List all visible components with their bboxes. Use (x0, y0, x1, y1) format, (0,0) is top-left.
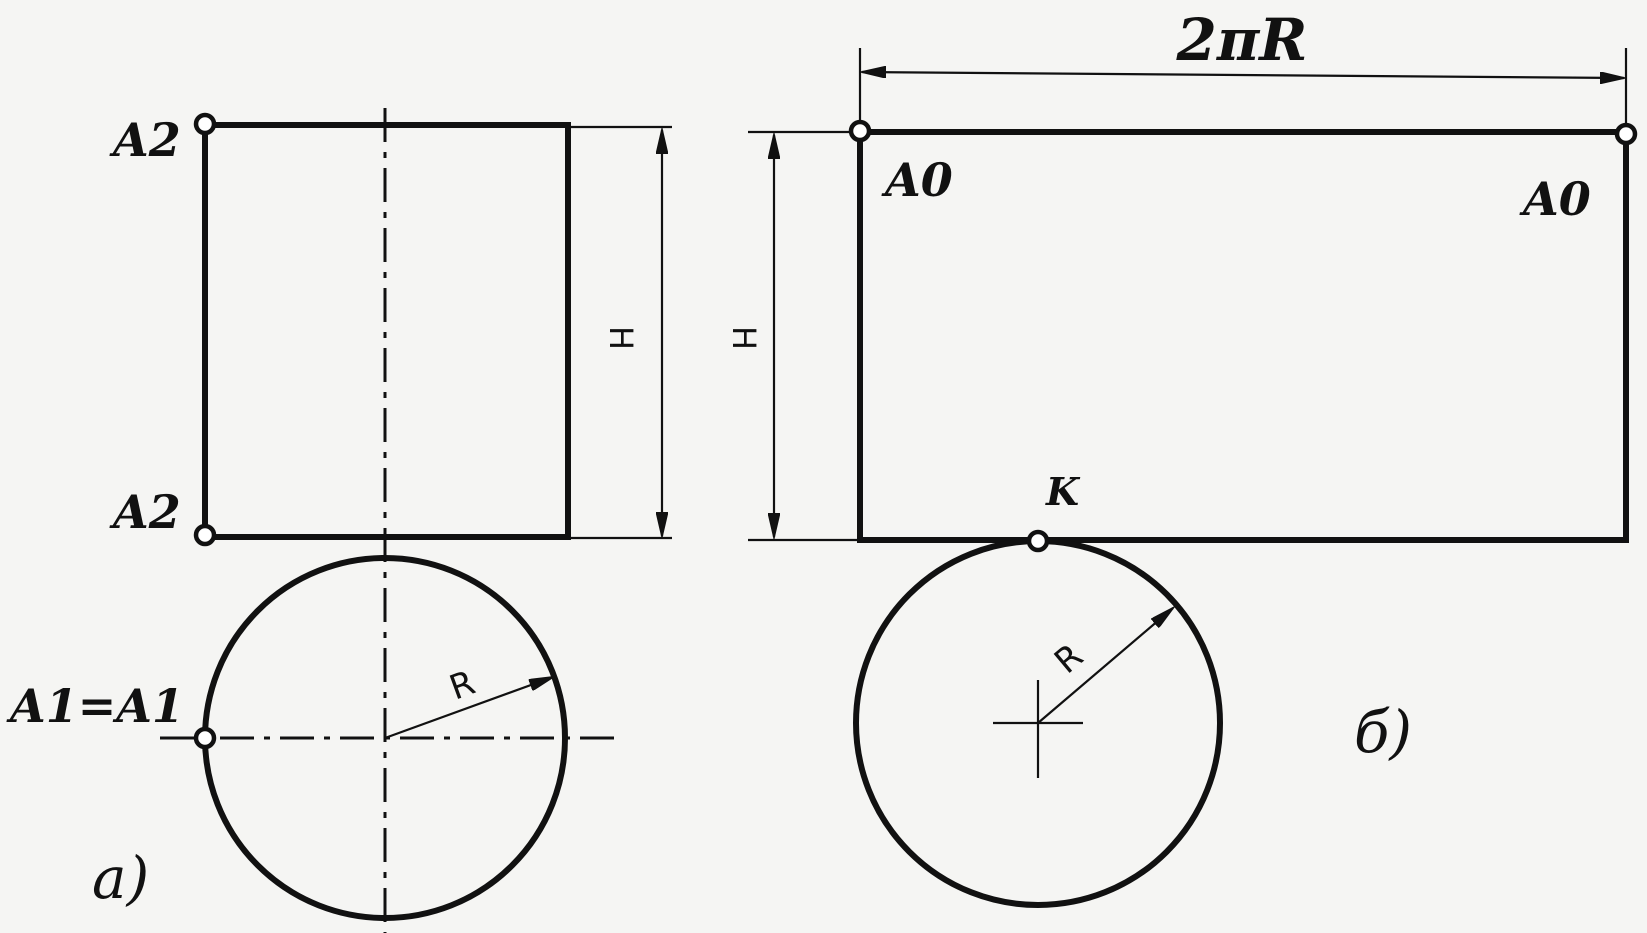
label-a2-top: A2 (109, 113, 181, 167)
radius-label-b: R (1047, 636, 1091, 682)
height-label: H (602, 326, 640, 350)
point-k (1026, 529, 1050, 553)
point-a2-bottom (193, 523, 217, 547)
development-rect (857, 129, 1629, 543)
width-dimension-line (862, 72, 1624, 78)
caption-a: a) (92, 844, 149, 912)
radius-arrow-b (1037, 608, 1173, 724)
label-k: K (1045, 469, 1081, 514)
label-a0-left: A0 (881, 153, 953, 207)
point-a2-top (193, 112, 217, 136)
caption-b: б) (1354, 698, 1412, 766)
width-label: 2πR (1175, 6, 1307, 74)
view-a: H R A2 A2 A1=A1 a) (6, 108, 672, 933)
label-a2-bottom: A2 (109, 485, 181, 539)
radius-arrow (384, 677, 553, 740)
view-b: 2πR H R A0 A0 K б) (725, 6, 1638, 908)
height-label-b: H (725, 326, 763, 350)
point-a0-right (1614, 122, 1638, 146)
radius-label: R (444, 663, 480, 709)
point-a1 (193, 726, 217, 750)
label-a1-a1: A1=A1 (6, 679, 184, 733)
label-a0-right: A0 (1519, 172, 1591, 226)
point-a0-left (848, 119, 872, 143)
